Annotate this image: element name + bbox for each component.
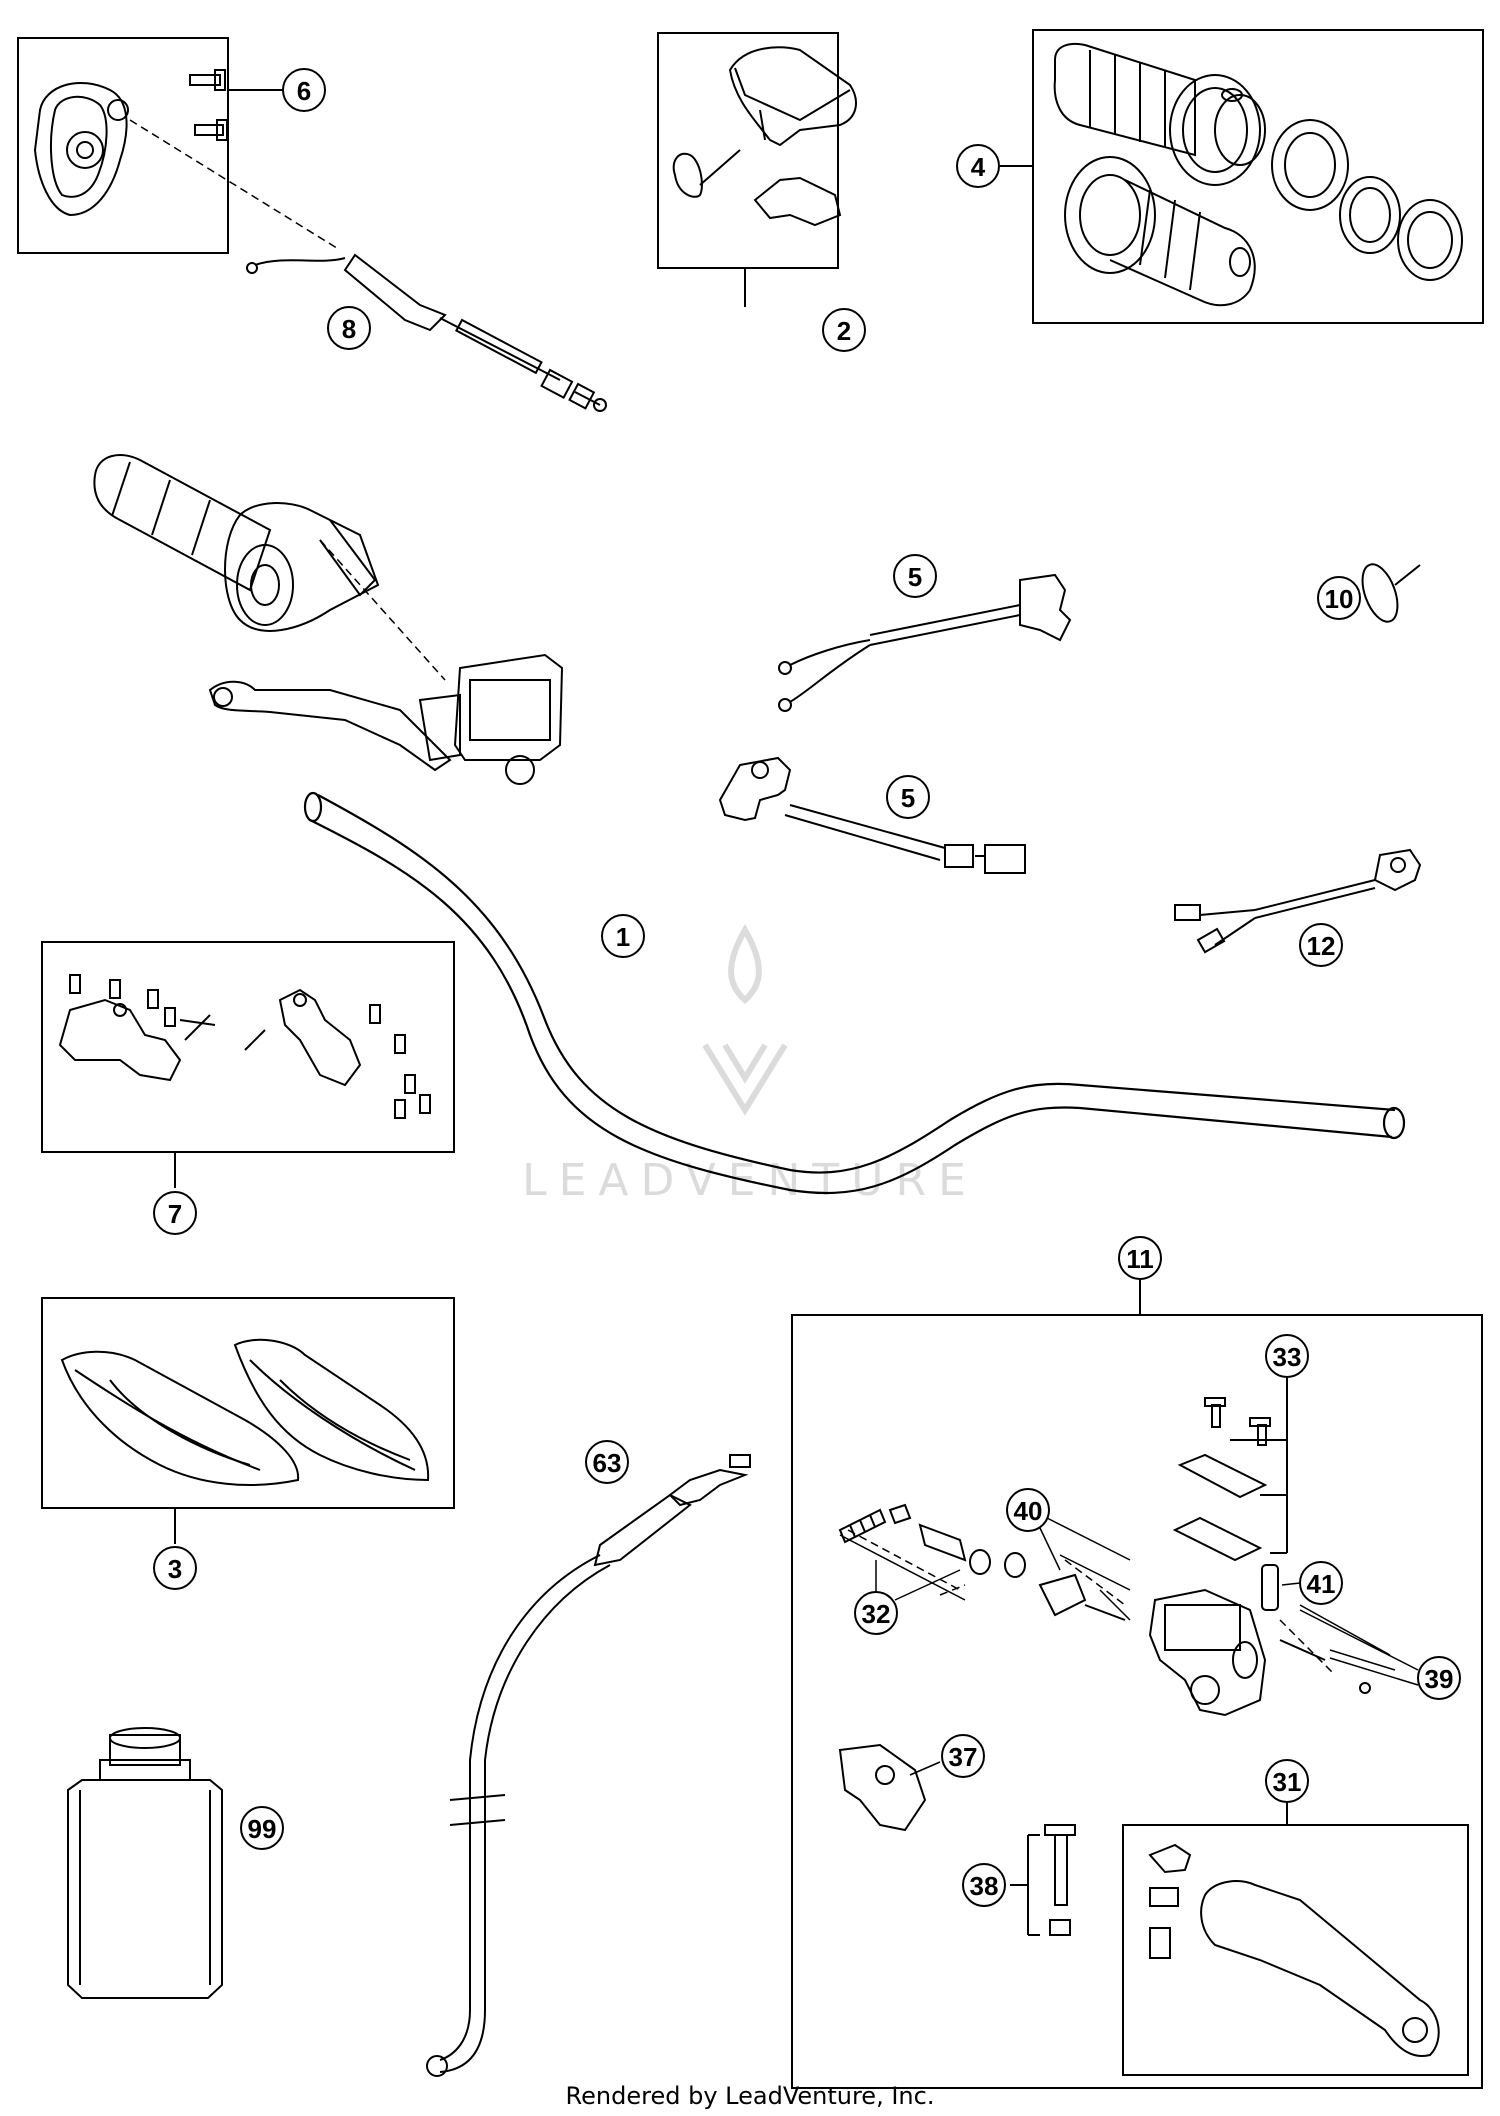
callout-circle-40 xyxy=(1006,1488,1050,1532)
callout-3: 3 xyxy=(168,1554,182,1584)
box-throttle-housing xyxy=(17,37,229,254)
box-clamps xyxy=(41,941,455,1153)
callout-circle-12 xyxy=(1118,1236,1162,1280)
handlebar-clamps xyxy=(58,974,431,1119)
assembly-solid-lines xyxy=(839,1534,1396,1671)
callout-63: 63 xyxy=(593,1448,622,1478)
callout-2: 2 xyxy=(837,316,851,346)
footer-credit: Rendered by LeadVenture, Inc. xyxy=(565,2082,935,2110)
box-lever xyxy=(1122,1824,1469,2076)
callout-33: 33 xyxy=(1273,1342,1302,1372)
callout-circle-63 xyxy=(585,1440,629,1484)
box-handguard-cover xyxy=(657,32,839,269)
callout-12: 11 xyxy=(1126,1244,1154,1274)
callout-32: 32 xyxy=(862,1599,891,1629)
callout-circle-31 xyxy=(1265,1759,1309,1803)
master-cylinder-kit xyxy=(838,1397,1440,2057)
kill-switch xyxy=(778,573,1072,712)
brake-hose xyxy=(426,1454,751,2077)
callout-circle-8 xyxy=(153,1191,197,1235)
callout-5: 5 xyxy=(908,562,922,592)
callouts xyxy=(153,68,1461,1907)
housing-screws xyxy=(189,69,228,141)
callout-circle-7 xyxy=(282,68,326,112)
watermark-logo xyxy=(702,923,788,1116)
callout-circle-2 xyxy=(822,308,866,352)
callout-99: 99 xyxy=(248,1814,277,1844)
callout-circle-39 xyxy=(1417,1656,1461,1700)
callout-circle-99 xyxy=(240,1806,284,1850)
callout-numbers: 6 2 4 8 5 10 5 1 12 7 11 3 63 33 40 41 3… xyxy=(168,76,1454,1901)
throttle-cable xyxy=(246,253,607,412)
callout-37: 37 xyxy=(949,1742,978,1772)
throttle-grip-assembly xyxy=(93,454,380,632)
callout-leaders xyxy=(875,1517,1419,1776)
box-handguards xyxy=(41,1297,455,1509)
watermark: LEADVENTURE xyxy=(522,923,966,1206)
callout-39: 39 xyxy=(1425,1664,1454,1694)
callout-38: 38 xyxy=(970,1871,999,1901)
callout-8: 7 xyxy=(168,1199,182,1229)
callout-40: 40 xyxy=(1014,1496,1043,1526)
callout-circle-33 xyxy=(1265,1334,1309,1378)
grips xyxy=(1053,42,1463,307)
handguard-cover xyxy=(672,46,857,227)
group-boxes xyxy=(17,29,1484,2089)
throttle-housing xyxy=(33,81,129,217)
callout-circle-3 xyxy=(153,1546,197,1590)
callout-circle-6 xyxy=(886,775,930,819)
callout-circle-16 xyxy=(1299,923,1343,967)
brake-fluid-bottle xyxy=(67,1727,223,1999)
callout-41: 41 xyxy=(1307,1569,1336,1599)
cable-tie xyxy=(1361,563,1421,623)
brake-master-assembly xyxy=(208,653,564,785)
callout-circle-38 xyxy=(962,1863,1006,1907)
callout-7: 6 xyxy=(297,76,311,106)
callout-circle-1 xyxy=(601,914,645,958)
handguards xyxy=(60,1338,430,1486)
leader-lines xyxy=(174,89,1288,1936)
callout-circle-5 xyxy=(893,554,937,598)
start-switch xyxy=(718,756,1026,874)
callout-circle-4 xyxy=(956,144,1000,188)
callout-16: 12 xyxy=(1307,931,1336,961)
box-grips xyxy=(1032,29,1484,324)
box-master-cylinder xyxy=(791,1314,1483,2089)
callout-circle-11 xyxy=(1317,576,1361,620)
handlebar xyxy=(303,791,1406,1195)
callout-10: 8 xyxy=(342,314,356,344)
callout-circle-10 xyxy=(327,306,371,350)
callout-6: 5 xyxy=(901,783,915,813)
callout-1: 1 xyxy=(616,922,630,952)
callout-4: 4 xyxy=(971,152,986,182)
assembly-lines xyxy=(129,119,1336,1676)
callout-11: 10 xyxy=(1325,584,1354,614)
map-switch xyxy=(1174,848,1422,954)
callout-circle-37 xyxy=(941,1734,985,1778)
callout-31: 31 xyxy=(1273,1767,1302,1797)
